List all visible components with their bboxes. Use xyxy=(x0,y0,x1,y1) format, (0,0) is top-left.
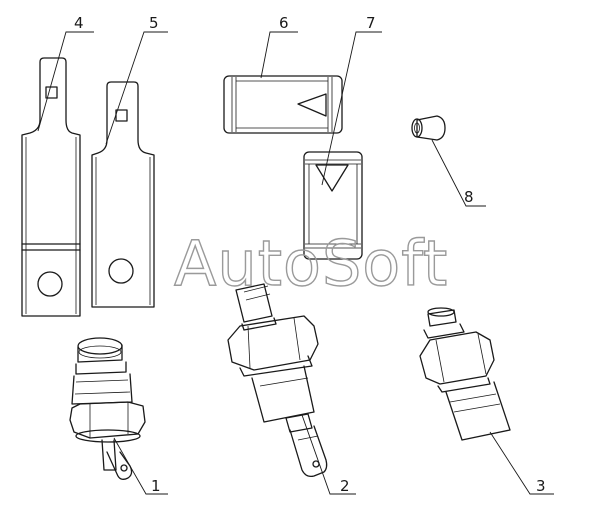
callout-label: 7 xyxy=(366,14,376,32)
callout-4: 4 xyxy=(37,14,94,132)
callout-1: 1 xyxy=(113,437,168,495)
callout-6: 6 xyxy=(260,14,298,79)
part-8-cap xyxy=(411,115,446,141)
part-3-sensor xyxy=(419,307,511,441)
part-2-sensor xyxy=(227,283,328,478)
part-6-insulating-sleeve xyxy=(223,75,343,134)
callout-label: 5 xyxy=(149,14,159,32)
callout-label: 6 xyxy=(279,14,289,32)
callout-label: 3 xyxy=(536,477,546,495)
callout-label: 1 xyxy=(151,477,161,495)
part-1-sensor xyxy=(69,337,146,480)
part-4-terminal-plate xyxy=(21,57,81,317)
callout-label: 2 xyxy=(340,477,350,495)
callout-2: 2 xyxy=(301,414,356,495)
callout-3: 3 xyxy=(489,431,554,495)
watermark-text: AutoSoft xyxy=(174,227,448,300)
part-5-terminal-plate xyxy=(91,81,155,308)
callout-label: 8 xyxy=(464,188,474,206)
callout-label: 4 xyxy=(74,14,84,32)
callout-5: 5 xyxy=(105,14,168,145)
callout-8: 8 xyxy=(431,139,486,207)
callout-7: 7 xyxy=(321,14,382,186)
